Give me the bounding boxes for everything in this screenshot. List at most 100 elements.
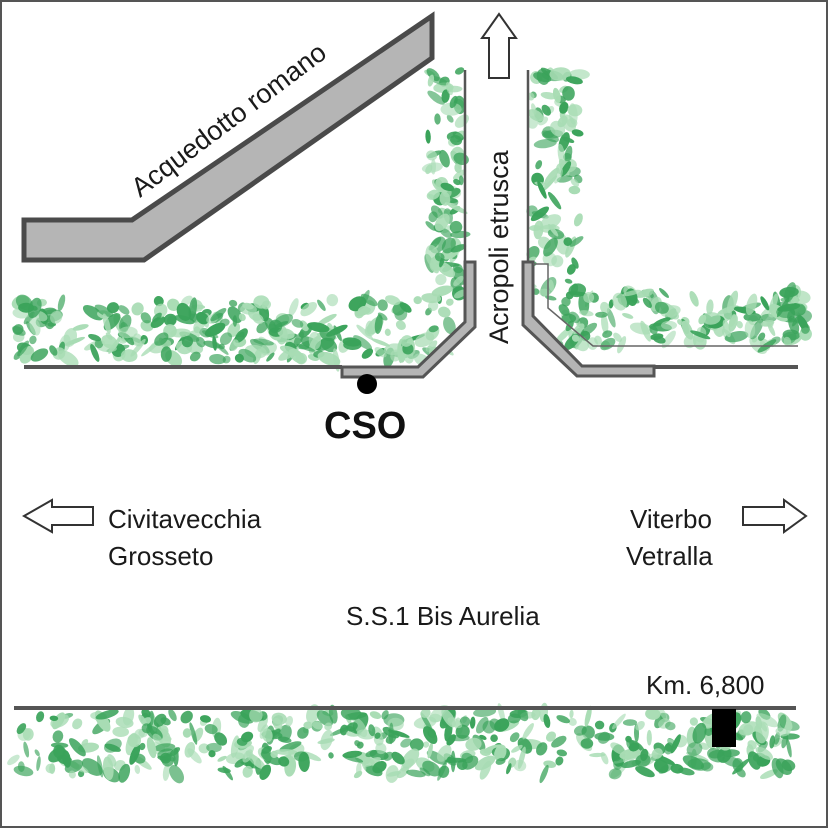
vegetation-blob: [564, 278, 573, 284]
vegetation-blob: [34, 749, 40, 757]
vegetation-blob: [90, 343, 100, 362]
vegetation-blob: [612, 713, 626, 730]
vegetation-blob: [153, 713, 167, 727]
vegetation-blob: [728, 313, 737, 327]
vegetation-blob: [88, 333, 102, 342]
vegetation-blob: [193, 326, 201, 333]
vegetation-blob: [549, 67, 571, 81]
vegetation-blob: [22, 728, 34, 741]
vegetation-blob: [141, 723, 152, 734]
vegetation-blob: [395, 320, 406, 331]
vegetation-blob: [234, 328, 248, 343]
vegetation-blob: [219, 332, 233, 346]
vegetation-blob: [495, 757, 506, 765]
site-marker-icon: [357, 374, 377, 394]
vegetation-blob: [36, 711, 45, 723]
vegetation-blob: [652, 317, 671, 327]
vegetation-blob: [182, 728, 192, 738]
vegetation-blob: [441, 89, 450, 103]
vegetation-blob: [687, 758, 711, 771]
vegetation-blob: [530, 206, 550, 222]
vegetation-blob: [606, 308, 616, 328]
vegetation-blob: [57, 294, 66, 311]
vegetation-blob: [391, 751, 405, 765]
vegetation-blob: [635, 720, 645, 731]
vegetation-blob: [801, 323, 810, 334]
vegetation-blob: [743, 312, 762, 322]
vegetation-blob: [293, 331, 304, 347]
vegetation-blob: [557, 143, 566, 166]
vegetation-blob: [29, 335, 37, 345]
vegetation-blob: [449, 95, 458, 109]
vegetation-blob: [356, 741, 364, 749]
vegetation-blob: [118, 305, 130, 315]
vegetation-blob: [683, 334, 697, 349]
vegetation-blob: [154, 743, 176, 752]
vegetation-blob: [548, 279, 554, 292]
vegetation-blob: [435, 274, 447, 286]
vegetation-blob: [437, 760, 447, 781]
vegetation-blob: [140, 312, 152, 324]
vegetation-blob: [167, 298, 180, 312]
vegetation-blob: [261, 745, 272, 754]
vegetation-blob: [368, 724, 376, 737]
vegetation-blob: [161, 754, 175, 767]
vegetation-blob: [777, 714, 787, 732]
vegetation-blob: [445, 298, 454, 306]
vegetation-blob: [664, 742, 674, 755]
vegetation-blob: [439, 227, 452, 238]
vegetation-blob: [102, 756, 114, 781]
vegetation-blob: [579, 310, 594, 317]
vegetation-blob: [297, 727, 309, 739]
vegetation-blob: [139, 742, 146, 751]
vegetation-blob: [527, 116, 539, 129]
vegetation-blob: [285, 715, 294, 727]
vegetation-blob: [573, 213, 583, 227]
vegetation-blob: [422, 741, 430, 748]
vegetation-blob: [427, 742, 433, 759]
vegetation-blob: [27, 297, 42, 319]
vegetation-blob: [101, 334, 118, 349]
vegetation-blob: [494, 744, 507, 761]
vegetation-blob: [425, 346, 433, 352]
vegetation-blob: [774, 732, 780, 745]
vegetation-blob: [658, 762, 675, 774]
vegetation-blob: [658, 707, 668, 720]
vegetation-blob: [426, 189, 440, 200]
vegetation-blob: [744, 320, 756, 339]
vegetation-blob: [166, 315, 177, 326]
vegetation-blob: [72, 718, 83, 730]
vegetation-blob: [130, 338, 146, 357]
vegetation-blob: [406, 769, 426, 778]
vegetation-blob: [274, 749, 298, 755]
vegetation-blob: [506, 763, 512, 775]
east-label-line1: Viterbo: [630, 504, 712, 534]
vegetation-blob: [420, 708, 431, 718]
km-label: Km. 6,800: [646, 670, 765, 700]
vegetation-blob: [266, 352, 275, 362]
vegetation-blob: [210, 308, 227, 322]
vegetation-blob: [513, 759, 527, 772]
vegetation-blob: [204, 724, 218, 735]
vegetation-blob: [209, 353, 226, 365]
vegetation-blob: [422, 760, 441, 777]
vegetation-blob: [317, 299, 326, 311]
vegetation-blob: [580, 322, 598, 337]
vegetation-blob: [630, 297, 640, 304]
vegetation-blob: [562, 136, 575, 143]
vegetation-blob: [82, 305, 104, 321]
road-name-label: S.S.1 Bis Aurelia: [346, 601, 540, 631]
vegetation-blob: [426, 150, 438, 161]
vegetation-blob: [409, 738, 424, 751]
vegetation-blob: [326, 294, 339, 307]
arrow-right-icon: [742, 498, 808, 534]
vegetation-blob: [414, 332, 435, 348]
vegetation-blob: [146, 737, 157, 759]
vegetation-blob: [141, 717, 152, 726]
vegetation-blob: [781, 733, 789, 749]
vegetation-blob: [561, 296, 571, 307]
vegetation-blob: [429, 262, 439, 274]
vegetation-blob: [653, 335, 666, 344]
vegetation-blob: [234, 744, 255, 760]
